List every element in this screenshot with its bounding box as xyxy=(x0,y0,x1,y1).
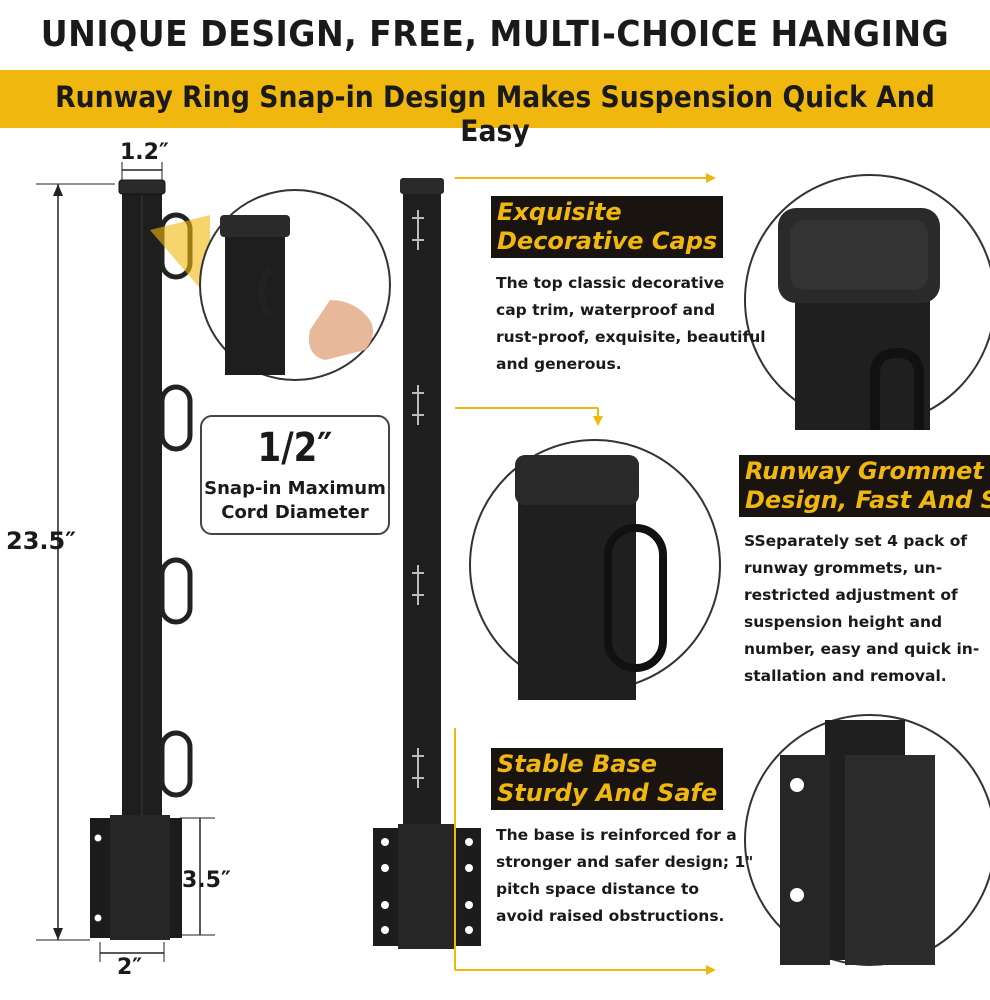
feature-body-grommet: SSeparately set 4 pack of runway grommet… xyxy=(744,532,980,685)
feature-body-caps: The top classic decorative cap trim, wat… xyxy=(496,274,766,373)
banner-text: Runway Ring Snap-in Design Makes Suspens… xyxy=(55,80,935,148)
dimension-base-height: 3.5″ xyxy=(182,868,231,893)
feature-heading-base: Stable Base Sturdy And Safe xyxy=(491,748,724,810)
dimension-base-width: 2″ xyxy=(117,955,143,980)
feature-heading-caps: Exquisite Decorative Caps xyxy=(491,196,724,258)
yellow-banner: Runway Ring Snap-in Design Makes Suspens… xyxy=(0,70,990,148)
callout-line2: Cord Diameter xyxy=(221,502,369,523)
feature-body-base: The base is reinforced for a stronger an… xyxy=(496,826,754,925)
cord-diameter-callout: 1/2″ Snap-in Maximum Cord Diameter xyxy=(200,415,390,535)
feature-heading-grommet: Runway Grommet Design, Fast And Safe xyxy=(739,455,990,517)
dimension-top-width: 1.2″ xyxy=(120,140,169,165)
dimension-height: 23.5″ xyxy=(6,527,76,555)
callout-text: Snap-in Maximum Cord Diameter xyxy=(202,477,388,525)
page-title: UNIQUE DESIGN, FREE, MULTI-CHOICE HANGIN… xyxy=(40,14,950,55)
callout-size: 1/2″ xyxy=(257,425,333,471)
callout-line1: Snap-in Maximum xyxy=(204,478,386,499)
